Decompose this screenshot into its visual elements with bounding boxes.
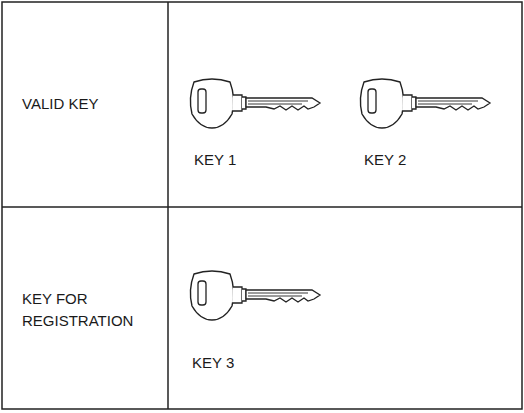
row-heading: VALID KEY xyxy=(22,93,98,115)
key-name: KEY 2 xyxy=(364,149,406,171)
key-name: KEY 3 xyxy=(192,352,234,374)
table-border xyxy=(2,2,522,409)
row-divider xyxy=(2,206,522,208)
row-heading: KEY FOR REGISTRATION xyxy=(22,288,150,332)
column-divider xyxy=(167,2,169,409)
key-illustration xyxy=(360,79,490,128)
key-illustration xyxy=(190,79,320,128)
key-name: KEY 1 xyxy=(194,149,236,171)
key-illustration xyxy=(190,271,320,320)
